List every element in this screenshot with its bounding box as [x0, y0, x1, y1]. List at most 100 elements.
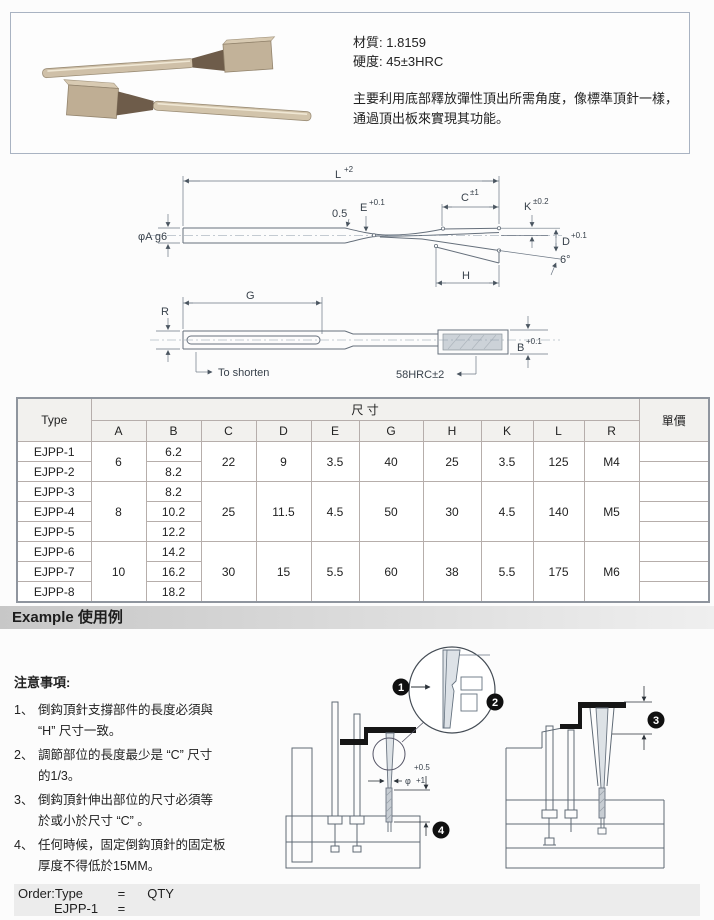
table-row: EJPP-5 12.2 — [16, 521, 710, 542]
type-cell: EJPP-4 — [16, 501, 92, 522]
table-row: EJPP-1 6 6.2 22 9 3.5 40 25 3.5 125 M4 — [16, 441, 710, 482]
value-cell-B: 8.2 — [145, 461, 202, 482]
note-item: 4、 任何時候，固定倒鈎頂針的固定板 厚度不得低於15MM。 — [14, 835, 286, 877]
value-cell-L: 175 — [532, 541, 585, 603]
dim-tol-B: +0.1 — [526, 337, 542, 346]
note-number: 4、 — [14, 838, 34, 852]
value-cell-K: 4.5 — [480, 481, 534, 542]
highlight-circle — [372, 737, 406, 771]
dim-label-05: 0.5 — [332, 208, 347, 220]
hardness-value: 45±3HRC — [386, 54, 444, 69]
price-cell — [638, 461, 710, 482]
ejector-pin-right — [595, 707, 609, 789]
material-label: 材質: — [353, 35, 383, 50]
material-value: 1.8159 — [386, 35, 427, 50]
value-cell-A: 10 — [90, 541, 147, 603]
material-specs: 材質: 1.8159 硬度: 45±3HRC — [353, 33, 443, 71]
value-cell-E: 3.5 — [310, 441, 360, 482]
intro-panel: 材質: 1.8159 硬度: 45±3HRC 主要利用底部釋放彈性頂出所需角度，… — [10, 12, 690, 154]
note-item: 2、 調節部位的長度最少是 “C” 尺寸 的1/3。 — [14, 745, 286, 787]
value-cell-D: 9 — [255, 441, 312, 482]
note-line: “H” 尺寸一致。 — [38, 724, 122, 738]
dim-col-header: C — [200, 420, 257, 442]
value-cell-E: 4.5 — [310, 481, 360, 542]
ejector-pin-left — [385, 732, 395, 789]
price-cell — [638, 441, 710, 462]
dim-col-header: R — [583, 420, 640, 442]
order-qty: QTY — [147, 886, 174, 901]
callout-2-badge — [486, 693, 504, 711]
value-cell-G: 50 — [358, 481, 424, 542]
dim-col-header: H — [422, 420, 482, 442]
callout-4-number: 4 — [438, 825, 445, 837]
dim-label-G: G — [246, 290, 255, 302]
price-cell — [638, 541, 710, 562]
pin-nut-right — [597, 827, 607, 835]
value-cell-A: 8 — [90, 481, 147, 542]
note-item: 3、 倒鈎頂針伸出部位的尺寸必須等 於或小於尺寸 “C” 。 — [14, 790, 286, 832]
hrc-label: 58HRC±2 — [396, 369, 444, 381]
value-cell-B: 6.2 — [145, 441, 202, 462]
type-cell: EJPP-2 — [16, 461, 92, 482]
phi-symbol: φ — [405, 776, 411, 786]
value-cell-C: 25 — [200, 481, 257, 542]
hatched-head — [442, 333, 503, 351]
value-cell-H: 30 — [422, 481, 482, 542]
value-cell-C: 22 — [200, 441, 257, 482]
dimension-lines-bottom — [156, 297, 548, 377]
type-cell: EJPP-6 — [16, 541, 92, 562]
ejector-pin-photo-bottom — [63, 79, 312, 122]
note-line: 調節部位的長度最少是 “C” 尺寸 — [38, 748, 213, 762]
molded-part-left — [340, 727, 416, 745]
dim-tol-E: +0.1 — [369, 198, 385, 207]
dim-label-A: φA g6 — [138, 231, 167, 243]
phi-tol-upper: +0.5 — [414, 763, 430, 772]
dim-label-K: K — [524, 201, 532, 213]
size-column-header: 尺 寸 — [90, 397, 640, 421]
dim-tol-L: +2 — [344, 165, 354, 174]
value-cell-B: 12.2 — [145, 521, 202, 542]
ejector-pin-photo-top — [42, 36, 276, 79]
value-cell-L: 140 — [532, 481, 585, 542]
usage-diagrams: 1 2 +0.5 φ +1 4 — [285, 646, 665, 869]
value-cell-B: 18.2 — [145, 581, 202, 603]
to-shorten-label: To shorten — [218, 367, 269, 379]
type-cell: EJPP-8 — [16, 581, 92, 603]
price-cell — [638, 521, 710, 542]
dimension-drawings: L +2 C ±1 K ±0.2 E +0.1 0.5 φA g6 D +0.1… — [138, 165, 587, 381]
value-cell-B: 8.2 — [145, 481, 202, 502]
value-cell-E: 5.5 — [310, 541, 360, 603]
value-cell-H: 38 — [422, 541, 482, 603]
dim-col-header: B — [145, 420, 202, 442]
dim-col-header: A — [90, 420, 147, 442]
type-cell: EJPP-7 — [16, 561, 92, 582]
detail-leader — [401, 719, 427, 743]
callout-4-badge — [432, 821, 450, 839]
left-mold-section — [285, 701, 421, 869]
notes-panel: 注意事項: 1、 倒鈎頂針支撐部件的長度必須與 “H” 尺寸一致。 2、 調節部… — [14, 672, 286, 880]
example-section-title: Example 使用例 — [0, 606, 714, 629]
dim-label-R: R — [161, 306, 169, 318]
note-line: 倒鈎頂針支撐部件的長度必須與 — [38, 703, 214, 717]
order-type-value: EJPP-1 — [54, 901, 99, 916]
pin-head-hatch — [598, 789, 606, 813]
side-view-outline — [182, 227, 500, 264]
pin-tip-right — [600, 818, 605, 828]
value-cell-B: 14.2 — [145, 541, 202, 562]
dim-col-header: G — [358, 420, 424, 442]
dim-label-angle: 6° — [560, 254, 571, 266]
type-cell: EJPP-3 — [16, 481, 92, 502]
pin-head-right — [598, 787, 606, 819]
dim-label-L: L — [335, 169, 341, 181]
value-cell-G: 40 — [358, 441, 424, 482]
note-item: 1、 倒鈎頂針支撐部件的長度必須與 “H” 尺寸一致。 — [14, 700, 286, 742]
value-cell-R: M6 — [583, 541, 640, 603]
tangent-dots — [371, 226, 501, 253]
product-description: 主要利用底部釋放彈性頂出所需角度，像標準頂針一樣， 通過頂出板來實現其功能。 — [353, 89, 678, 129]
value-cell-K: 3.5 — [480, 441, 534, 482]
dim-col-header: E — [310, 420, 360, 442]
description-line: 通過頂出板來實現其功能。 — [353, 111, 510, 126]
order-line-2: EJPP-1 = — [54, 901, 144, 916]
dim-label-H: H — [462, 270, 470, 282]
value-cell-R: M4 — [583, 441, 640, 482]
